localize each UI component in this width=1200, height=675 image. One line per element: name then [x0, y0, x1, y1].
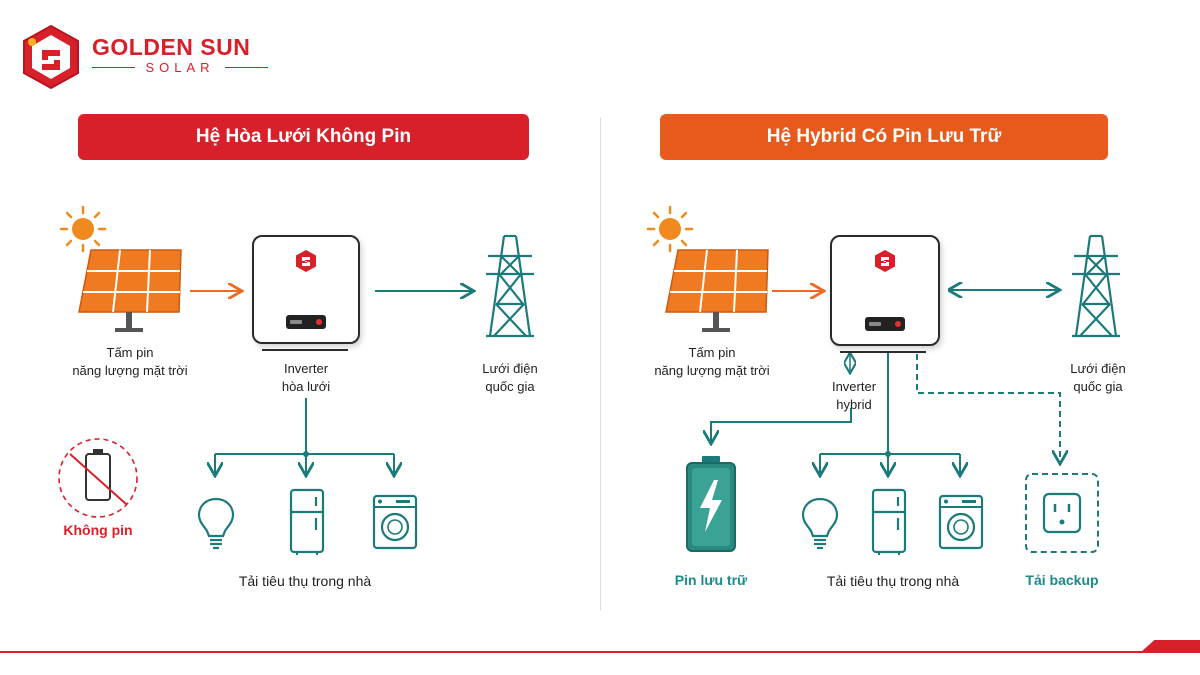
- hybrid-inverter: [830, 235, 940, 346]
- power-tower-icon: [486, 234, 534, 338]
- backup-label: Tải backup: [1025, 572, 1099, 588]
- right-inverter-label: Inverter hybrid: [808, 378, 900, 414]
- no-battery-label: Không pin: [63, 522, 133, 538]
- left-panel-label: Tấm pin năng lượng mặt trời: [50, 344, 210, 380]
- power-tower-icon-right: [1072, 234, 1120, 338]
- inverter-logo-icon-right: [875, 250, 895, 272]
- right-panel-label-line1: Tấm pin: [688, 345, 736, 360]
- battery-storage-icon: [686, 456, 736, 552]
- left-loads-label: Tải tiêu thụ trong nhà: [238, 573, 372, 589]
- grid-tie-inverter: [252, 235, 360, 344]
- inverter-base-right: [840, 343, 926, 353]
- right-inverter-label-line1: Inverter: [831, 379, 877, 394]
- backup-outlet-icon: [1025, 473, 1099, 553]
- light-bulb-icon: [197, 497, 235, 550]
- sun-icon-right: [646, 205, 694, 253]
- left-panel-title: Hệ Hòa Lưới Không Pin: [78, 114, 529, 160]
- right-grid-label: Lưới điện quốc gia: [1046, 360, 1150, 396]
- footer-accent: [1140, 640, 1200, 653]
- sun-icon: [59, 205, 107, 253]
- inverter-display-right: [865, 317, 905, 331]
- left-inverter-label-line1: Inverter: [283, 361, 329, 376]
- inverter-display: [286, 315, 326, 329]
- right-panel-label: Tấm pin năng lượng mặt trời: [632, 344, 792, 380]
- brand-subtitle: SOLAR: [92, 60, 269, 75]
- panel-divider: [600, 118, 601, 610]
- inverter-base: [262, 341, 348, 351]
- left-panel-label-line2: năng lượng mặt trời: [72, 363, 188, 378]
- washing-machine-icon: [372, 494, 418, 550]
- brand-logo-icon: [23, 24, 79, 90]
- left-panel-label-line1: Tấm pin: [106, 345, 154, 360]
- solar-panel-icon-right: [665, 249, 769, 332]
- washing-machine-icon-right: [938, 494, 984, 550]
- right-panel-title: Hệ Hybrid Có Pin Lưu Trữ: [660, 114, 1108, 160]
- brand-name: GOLDEN SUN: [92, 34, 251, 60]
- battery-label: Pin lưu trữ: [674, 572, 748, 588]
- left-inverter-label-line2: hòa lưới: [281, 379, 331, 394]
- right-inverter-label-line2: hybrid: [836, 397, 872, 412]
- right-panel-label-line2: năng lượng mặt trời: [654, 363, 770, 378]
- inverter-logo-icon: [296, 250, 316, 272]
- right-grid-label-line1: Lưới điện: [1070, 361, 1126, 376]
- left-grid-label: Lưới điện quốc gia: [458, 360, 562, 396]
- light-bulb-icon-right: [801, 497, 839, 550]
- no-battery-icon: [58, 438, 138, 518]
- footer-line: [0, 651, 1200, 653]
- solar-panel-icon: [78, 249, 182, 332]
- brand-sub-text: SOLAR: [145, 60, 215, 75]
- left-inverter-label: Inverter hòa lưới: [246, 360, 366, 396]
- right-grid-label-line2: quốc gia: [1073, 379, 1123, 394]
- right-loads-label: Tải tiêu thụ trong nhà: [826, 573, 960, 589]
- refrigerator-icon: [289, 488, 325, 555]
- left-grid-label-line1: Lưới điện: [482, 361, 538, 376]
- left-grid-label-line2: quốc gia: [485, 379, 535, 394]
- refrigerator-icon-right: [871, 488, 907, 555]
